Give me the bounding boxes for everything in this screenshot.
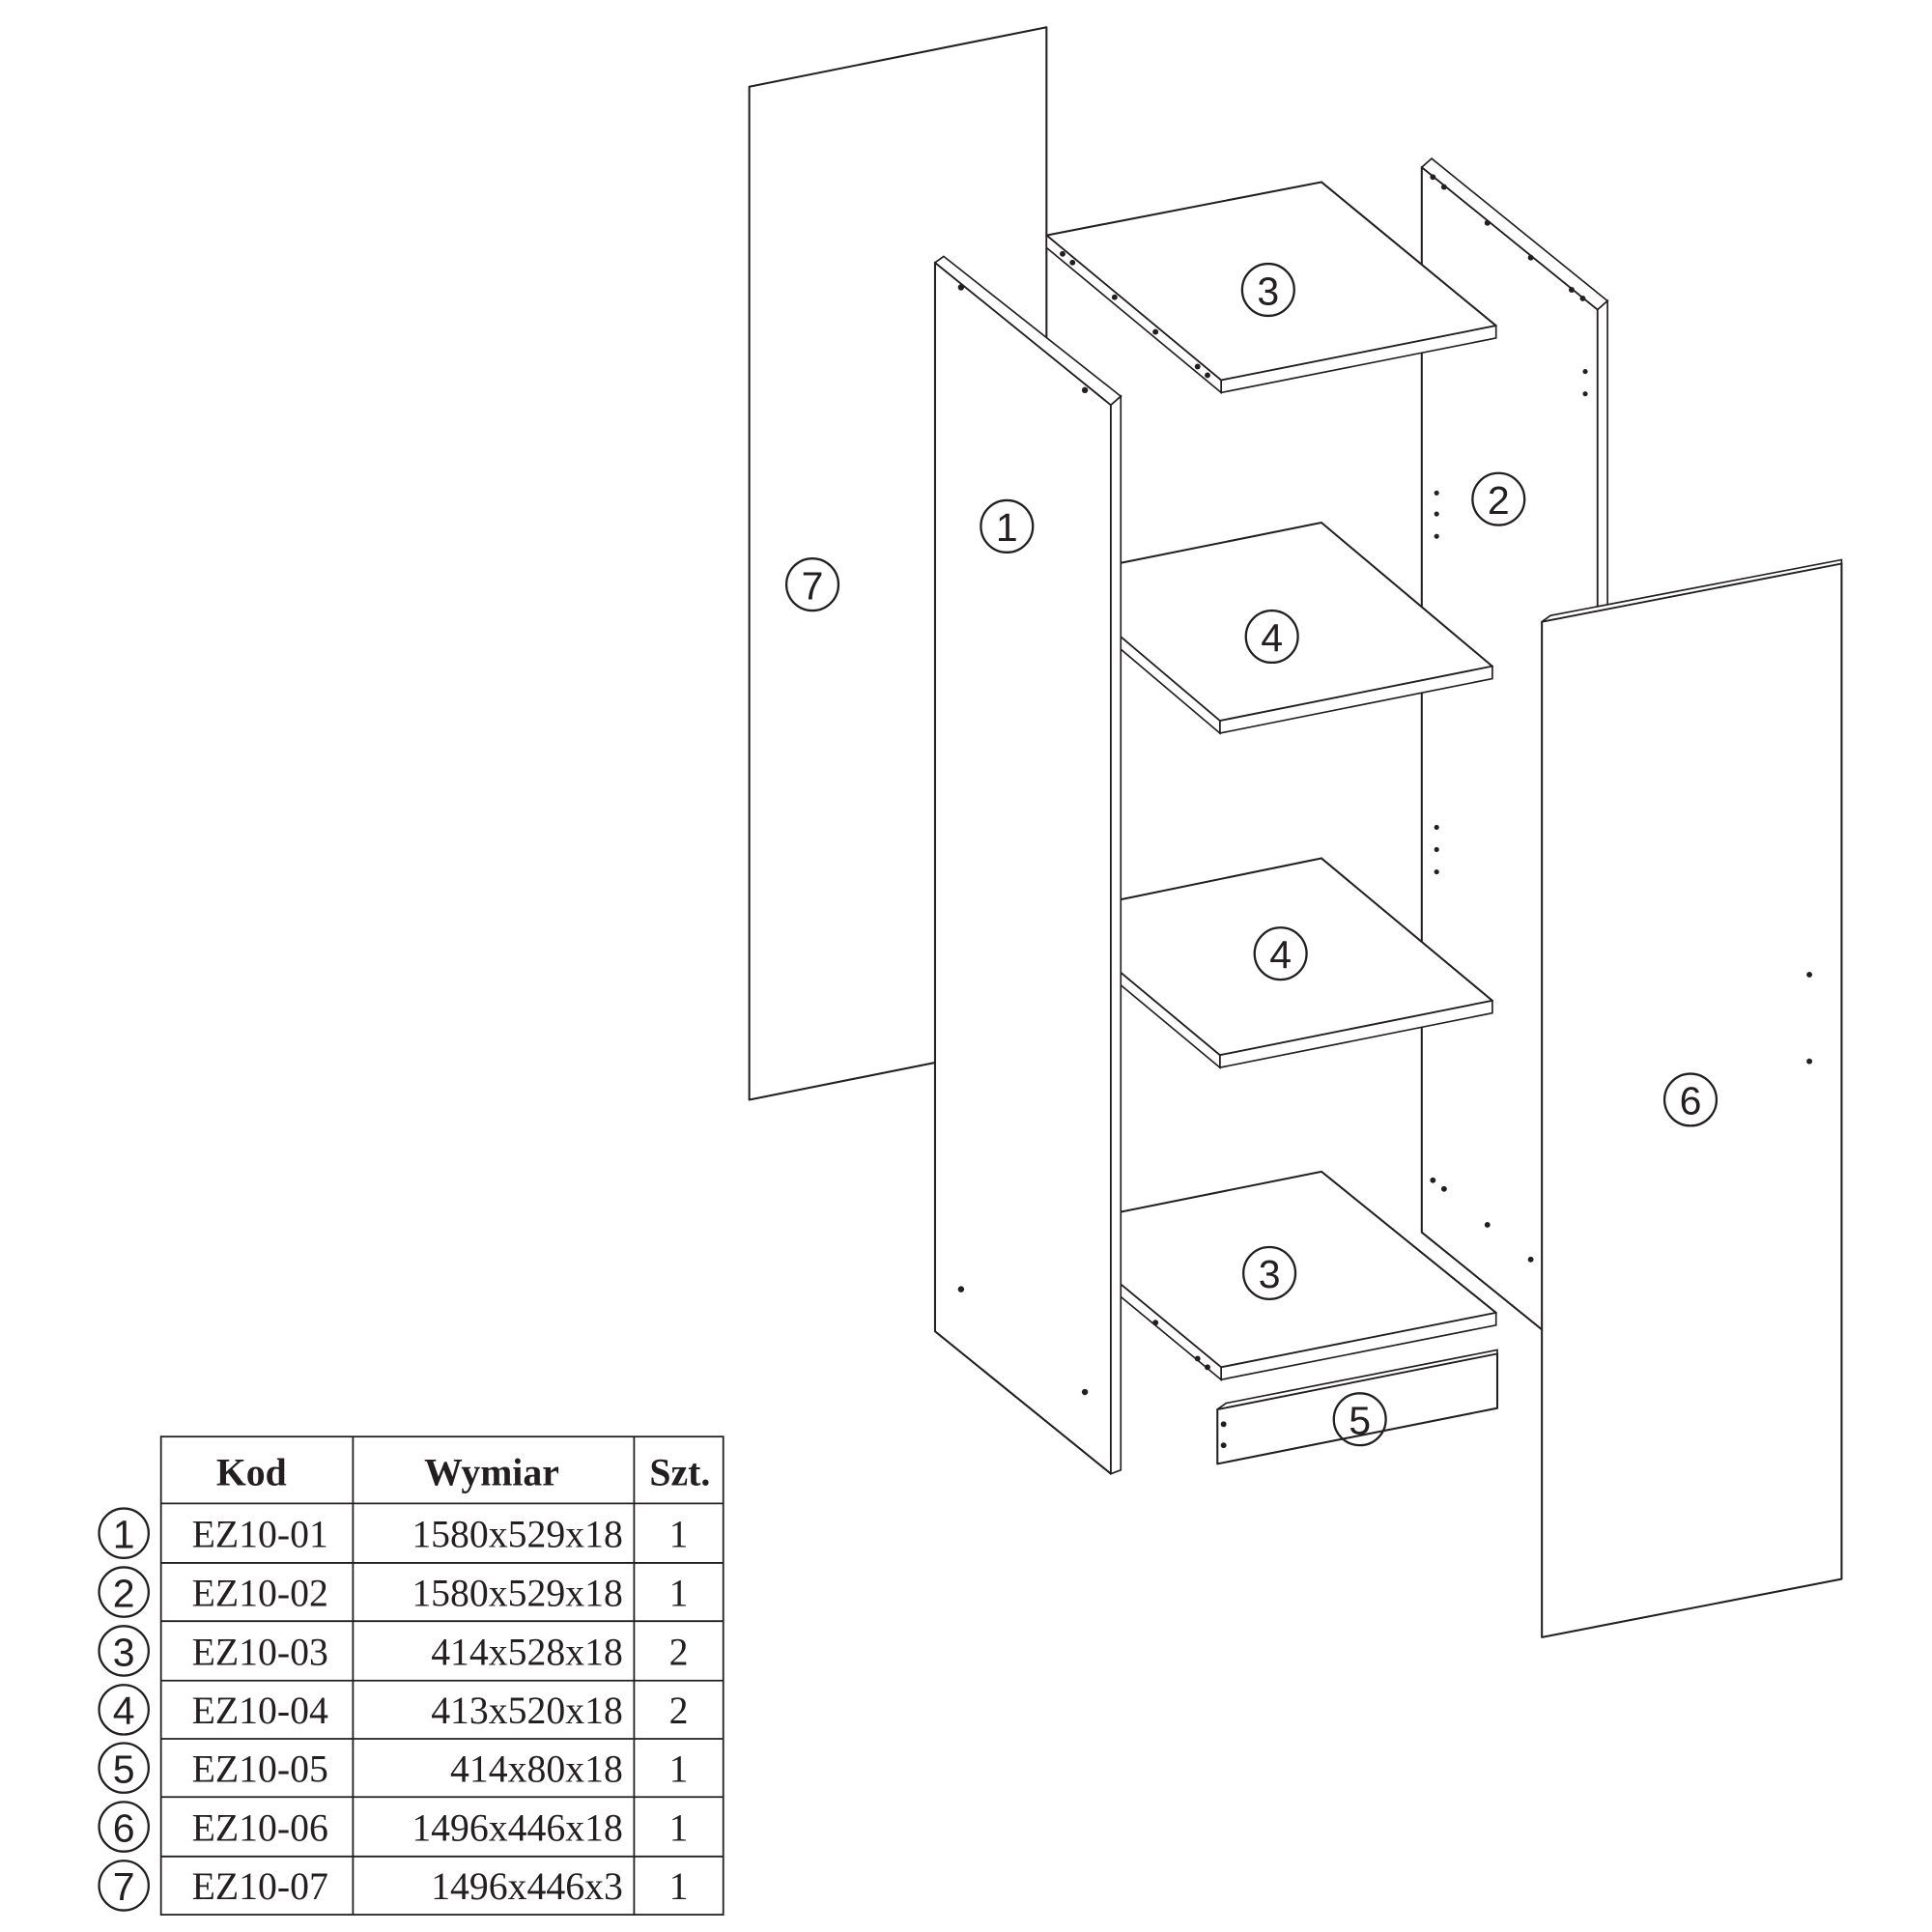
header-kod: Kod bbox=[216, 1451, 287, 1493]
part-quantity: 1 bbox=[669, 1747, 689, 1790]
table-row: 1 EZ10-01 1580x529x18 1 bbox=[98, 1507, 689, 1559]
header-szt: Szt. bbox=[649, 1451, 710, 1493]
table-row: 7 EZ10-07 1496x446x3 1 bbox=[98, 1860, 689, 1912]
part-dimensions: 414x80x18 bbox=[450, 1747, 623, 1790]
part-code: EZ10-03 bbox=[192, 1631, 328, 1673]
table-row: 4 EZ10-04 413x520x18 2 bbox=[98, 1684, 689, 1736]
part-code: EZ10-06 bbox=[192, 1806, 328, 1849]
svg-text:6: 6 bbox=[1680, 1079, 1702, 1123]
svg-text:7: 7 bbox=[802, 563, 824, 608]
callout-3-bottom: 3 bbox=[1242, 1245, 1297, 1301]
row-number: 2 bbox=[113, 1571, 135, 1615]
callout-4-lower: 4 bbox=[1253, 926, 1308, 981]
svg-text:5: 5 bbox=[1349, 1399, 1371, 1443]
row-number: 7 bbox=[113, 1864, 135, 1909]
svg-text:4: 4 bbox=[1269, 932, 1292, 977]
svg-text:3: 3 bbox=[1259, 1252, 1281, 1296]
part-quantity: 1 bbox=[669, 1572, 689, 1614]
row-number-circle bbox=[98, 1860, 150, 1912]
table-row: 5 EZ10-05 414x80x18 1 bbox=[98, 1742, 689, 1794]
part-dimensions: 1496x446x18 bbox=[412, 1806, 623, 1849]
row-number: 6 bbox=[113, 1805, 135, 1850]
callout-1: 1 bbox=[980, 498, 1035, 554]
row-number: 4 bbox=[113, 1689, 135, 1733]
row-number: 5 bbox=[113, 1747, 135, 1791]
callout-7: 7 bbox=[784, 557, 840, 612]
part-quantity: 1 bbox=[669, 1865, 689, 1908]
part-quantity: 2 bbox=[669, 1690, 689, 1732]
callout-3-top: 3 bbox=[1240, 262, 1295, 318]
row-number-circle bbox=[98, 1684, 150, 1736]
table-row: 2 EZ10-02 1580x529x18 1 bbox=[98, 1566, 689, 1618]
shelf-3-top bbox=[1045, 181, 1497, 395]
part-dimensions: 1496x446x3 bbox=[431, 1865, 623, 1908]
part-quantity: 1 bbox=[669, 1806, 689, 1849]
row-number-circle bbox=[98, 1625, 150, 1677]
part-code: EZ10-07 bbox=[192, 1865, 328, 1908]
part-dimensions: 413x520x18 bbox=[431, 1690, 623, 1732]
callout-4-upper: 4 bbox=[1244, 609, 1299, 665]
row-number-circle bbox=[98, 1801, 150, 1853]
svg-text:2: 2 bbox=[1488, 478, 1510, 523]
callout-5: 5 bbox=[1332, 1392, 1387, 1447]
row-number-circle bbox=[98, 1742, 150, 1794]
panel-6-door bbox=[1541, 558, 1843, 1638]
part-code: EZ10-02 bbox=[192, 1572, 328, 1614]
part-code: EZ10-04 bbox=[192, 1690, 328, 1732]
row-number: 3 bbox=[113, 1630, 135, 1674]
part-quantity: 2 bbox=[669, 1631, 689, 1673]
header-wymiar: Wymiar bbox=[424, 1451, 559, 1493]
callout-2: 2 bbox=[1471, 471, 1526, 526]
part-code: EZ10-05 bbox=[192, 1747, 328, 1790]
part-code: EZ10-01 bbox=[192, 1513, 328, 1555]
part-dimensions: 1580x529x18 bbox=[412, 1572, 623, 1614]
table-row: 3 EZ10-03 414x528x18 2 bbox=[98, 1625, 689, 1677]
part-dimensions: 1580x529x18 bbox=[412, 1513, 623, 1555]
svg-text:1: 1 bbox=[996, 505, 1018, 550]
plinth-5 bbox=[1216, 1349, 1499, 1465]
row-number-circle bbox=[98, 1507, 150, 1559]
row-number-circle bbox=[98, 1566, 150, 1618]
part-quantity: 1 bbox=[669, 1513, 689, 1555]
svg-text:4: 4 bbox=[1261, 615, 1283, 660]
svg-text:3: 3 bbox=[1257, 269, 1279, 313]
table-row: 6 EZ10-06 1496x446x18 1 bbox=[98, 1801, 689, 1853]
panel-1-side bbox=[933, 255, 1122, 1475]
callout-6: 6 bbox=[1662, 1072, 1719, 1127]
row-number: 1 bbox=[113, 1512, 135, 1556]
part-dimensions: 414x528x18 bbox=[431, 1631, 623, 1673]
